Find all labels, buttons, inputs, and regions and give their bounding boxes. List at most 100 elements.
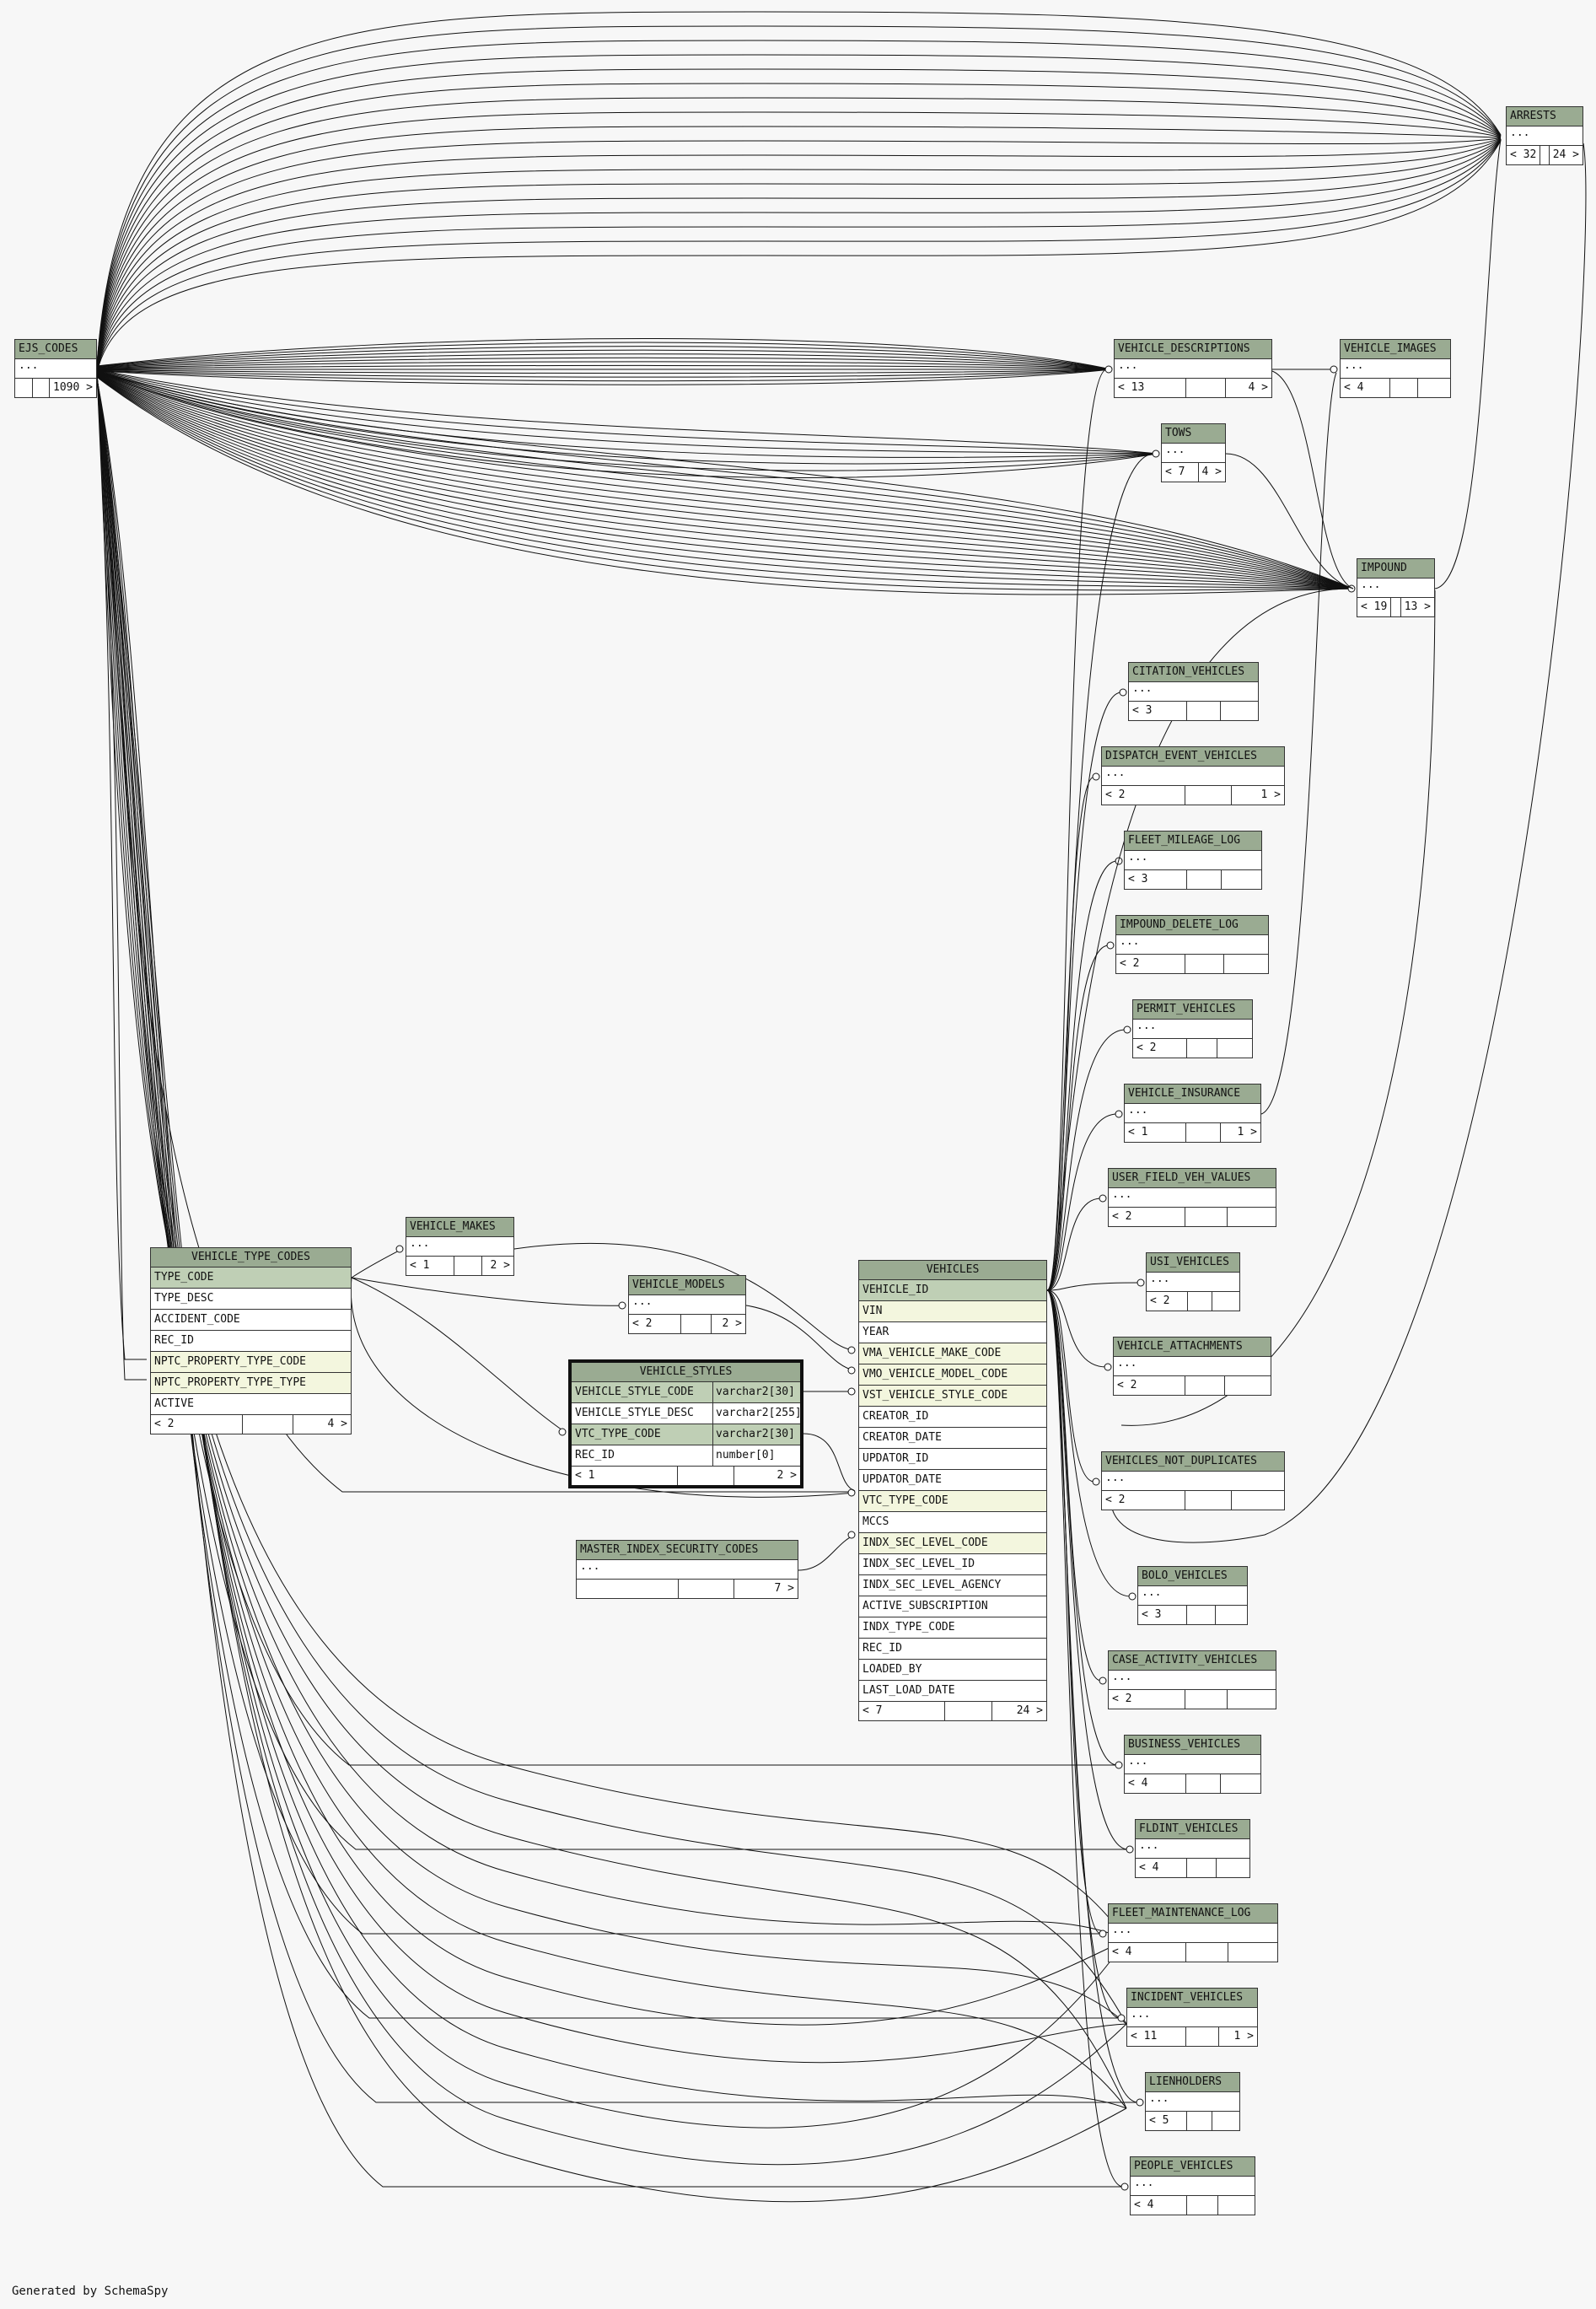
table-impound-delete-log[interactable]: IMPOUND_DELETE_LOG ... < 2 [1115, 915, 1269, 974]
children-count[interactable] [1228, 1208, 1276, 1226]
parents-count[interactable]: < 1 [1125, 1123, 1187, 1142]
column-row[interactable]: ACTIVE [151, 1394, 351, 1415]
children-count[interactable] [1216, 1606, 1247, 1624]
column-row[interactable]: ACTIVE_SUBSCRIPTION [859, 1596, 1046, 1617]
children-count[interactable]: 1 > [1233, 2030, 1254, 2043]
table-usi-vehicles[interactable]: USI_VEHICLES ... < 2 [1146, 1252, 1240, 1311]
parents-count[interactable]: < 3 [1138, 1606, 1188, 1624]
table-master-index-security-codes[interactable]: MASTER_INDEX_SECURITY_CODES ... 7 > [576, 1540, 798, 1599]
children-count[interactable] [1232, 1491, 1284, 1510]
table-bolo-vehicles[interactable]: BOLO_VEHICLES ... < 3 [1137, 1566, 1248, 1625]
column-row[interactable]: VEHICLE_ID [859, 1280, 1046, 1301]
parents-count[interactable]: < 4 [1125, 1774, 1187, 1793]
parents-count[interactable]: < 2 [151, 1415, 244, 1434]
parents-count[interactable]: < 2 [629, 1315, 682, 1333]
table-business-vehicles[interactable]: BUSINESS_VEHICLES ... < 4 [1124, 1735, 1261, 1794]
parents-count[interactable] [577, 1580, 680, 1598]
parents-count[interactable]: < 11 [1127, 2027, 1186, 2046]
children-count[interactable] [1221, 702, 1258, 720]
children-count[interactable] [1222, 870, 1261, 889]
column-row[interactable]: UPDATOR_DATE [859, 1470, 1046, 1491]
children-count[interactable]: 24 > [1016, 1704, 1043, 1717]
column-row[interactable]: REC_ID [859, 1639, 1046, 1660]
table-fldint-vehicles[interactable]: FLDINT_VEHICLES ... < 4 [1135, 1819, 1250, 1878]
table-vehicles[interactable]: VEHICLES VEHICLE_ID VIN YEAR VMA_VEHICLE… [858, 1260, 1047, 1721]
parents-count[interactable]: < 7 [859, 1702, 946, 1720]
children-count[interactable]: 1 > [1260, 789, 1281, 801]
children-count[interactable] [1218, 2196, 1255, 2215]
parents-count[interactable]: < 4 [1341, 379, 1390, 397]
children-count[interactable] [1221, 1774, 1260, 1793]
table-fleet-mileage-log[interactable]: FLEET_MILEAGE_LOG ... < 3 [1124, 831, 1262, 890]
table-lienholders[interactable]: LIENHOLDERS ... < 5 [1145, 2072, 1240, 2131]
parents-count[interactable]: < 1 [406, 1257, 455, 1275]
children-count[interactable]: 4 > [1201, 466, 1222, 478]
parents-count[interactable]: < 4 [1109, 1943, 1186, 1962]
parents-count[interactable]: < 2 [1109, 1208, 1185, 1226]
parents-count[interactable]: < 2 [1109, 1690, 1185, 1709]
column-row[interactable]: UPDATOR_ID [859, 1449, 1046, 1470]
parents-count[interactable]: < 13 [1115, 379, 1187, 397]
children-count[interactable]: 4 > [327, 1418, 347, 1430]
parents-count[interactable]: < 2 [1116, 955, 1186, 973]
parents-count[interactable]: < 2 [1102, 786, 1186, 805]
children-count[interactable] [1228, 1943, 1277, 1962]
column-row[interactable]: INDX_TYPE_CODE [859, 1617, 1046, 1639]
children-count[interactable]: 1 > [1237, 1126, 1257, 1138]
table-fleet-maintenance-log[interactable]: FLEET_MAINTENANCE_LOG ... < 4 [1108, 1903, 1278, 1962]
parents-count[interactable]: < 2 [1133, 1039, 1187, 1058]
parents-count[interactable]: < 2 [1102, 1491, 1186, 1510]
table-citation-vehicles[interactable]: CITATION_VEHICLES ... < 3 [1128, 662, 1259, 721]
column-row[interactable]: INDX_SEC_LEVEL_ID [859, 1554, 1046, 1575]
table-case-activity-vehicles[interactable]: CASE_ACTIVITY_VEHICLES ... < 2 [1108, 1650, 1276, 1709]
column-row[interactable]: CREATOR_DATE [859, 1428, 1046, 1449]
table-vehicles-not-duplicates[interactable]: VEHICLES_NOT_DUPLICATES ... < 2 [1101, 1451, 1285, 1510]
column-row[interactable]: TYPE_CODE [151, 1268, 351, 1289]
column-row[interactable]: LAST_LOAD_DATE [859, 1681, 1046, 1702]
parents-count[interactable]: < 19 [1357, 598, 1392, 616]
column-row[interactable]: VMA_VEHICLE_MAKE_CODE [859, 1343, 1046, 1364]
parents-count[interactable]: < 32 [1507, 146, 1541, 164]
children-count[interactable]: 2 > [722, 1317, 742, 1330]
parents-count[interactable]: < 7 [1162, 463, 1199, 482]
children-count[interactable] [1225, 1376, 1271, 1395]
parents-count[interactable]: < 2 [1147, 1292, 1188, 1311]
parents-count[interactable]: < 1 [572, 1467, 678, 1485]
children-count[interactable] [1217, 1859, 1249, 1877]
column-row[interactable]: NPTC_PROPERTY_TYPE_CODE [151, 1352, 351, 1373]
children-count[interactable]: 7 > [774, 1582, 794, 1595]
column-row[interactable]: INDX_SEC_LEVEL_CODE [859, 1533, 1046, 1554]
children-count[interactable] [1212, 2112, 1239, 2130]
column-row[interactable]: MCCS [859, 1512, 1046, 1533]
column-row[interactable]: CREATOR_ID [859, 1407, 1046, 1428]
column-row[interactable]: ACCIDENT_CODE [151, 1310, 351, 1331]
children-count[interactable] [1224, 955, 1268, 973]
children-count[interactable] [1212, 1292, 1239, 1311]
children-count[interactable] [1217, 1039, 1252, 1058]
column-row[interactable]: VTC_TYPE_CODE [859, 1491, 1046, 1512]
table-user-field-veh-values[interactable]: USER_FIELD_VEH_VALUES ... < 2 [1108, 1168, 1276, 1227]
children-count[interactable] [1418, 379, 1450, 397]
table-ejs-codes[interactable]: EJS_CODES ... 1090 > [14, 339, 97, 398]
children-count[interactable]: 24 > [1552, 148, 1579, 161]
parents-count[interactable]: < 4 [1136, 1859, 1187, 1877]
children-count[interactable]: 2 > [777, 1469, 797, 1482]
table-vehicle-type-codes[interactable]: VEHICLE_TYPE_CODES TYPE_CODE TYPE_DESC A… [150, 1247, 352, 1434]
parents-count[interactable] [15, 379, 33, 397]
column-row[interactable]: NPTC_PROPERTY_TYPE_TYPE [151, 1373, 351, 1394]
column-row[interactable]: INDX_SEC_LEVEL_AGENCY [859, 1575, 1046, 1596]
column-row[interactable]: YEAR [859, 1322, 1046, 1343]
parents-count[interactable]: < 5 [1146, 2112, 1188, 2130]
column-row[interactable]: VIN [859, 1301, 1046, 1322]
children-count[interactable]: 13 > [1404, 600, 1431, 613]
